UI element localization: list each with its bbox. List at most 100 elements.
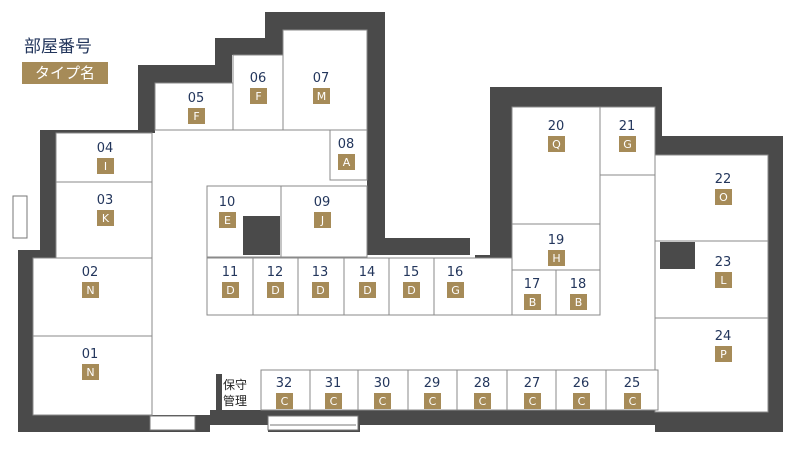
room-type-badge-11 (222, 282, 239, 298)
room-type-01: N (86, 366, 94, 379)
room-number-10: 10 (219, 195, 236, 210)
room-type-31: C (330, 395, 338, 408)
room-number-15: 15 (403, 265, 420, 280)
legend-room-number: 部屋番号 (24, 37, 92, 57)
management-line-1: 保守 (222, 378, 247, 392)
room-type-badge-08 (338, 154, 355, 170)
room-type-18: B (575, 296, 583, 309)
room-07[interactable] (282, 29, 368, 131)
room-number-19: 19 (548, 233, 565, 248)
room-type-badge-03 (97, 210, 114, 226)
room-type-16: G (451, 284, 460, 297)
room-type-badge-25 (624, 393, 641, 409)
room-type-05: F (193, 110, 199, 123)
room-type-08: A (343, 156, 351, 169)
room-number-04: 04 (97, 141, 114, 156)
room-type-badge-04 (97, 158, 114, 174)
room-number-12: 12 (267, 265, 284, 280)
room-type-07: M (317, 90, 327, 103)
room-number-14: 14 (359, 265, 376, 280)
room-type-30: C (379, 395, 387, 408)
room-type-badge-17 (524, 294, 541, 310)
room-11[interactable] (206, 257, 254, 316)
room-number-06: 06 (250, 71, 267, 86)
room-type-04: I (104, 160, 107, 173)
management-wall (216, 374, 222, 414)
room-type-32: C (281, 395, 289, 408)
room-type-badge-13 (312, 282, 329, 298)
room-type-badge-01 (82, 364, 99, 380)
room-type-20: Q (552, 138, 561, 151)
room-32[interactable] (260, 369, 311, 411)
room-type-badge-14 (359, 282, 376, 298)
room-type-badge-09 (314, 212, 331, 228)
room-20[interactable] (511, 106, 601, 225)
room-type-badge-29 (424, 393, 441, 409)
room-24[interactable] (654, 317, 769, 413)
room-type-badge-26 (573, 393, 590, 409)
room-type-14: D (363, 284, 371, 297)
room-type-19: H (552, 252, 560, 265)
room-type-badge-23 (715, 272, 732, 288)
room-type-13: D (316, 284, 324, 297)
room-number-05: 05 (188, 91, 205, 106)
room-type-badge-32 (276, 393, 293, 409)
room-type-21: G (623, 138, 632, 151)
room-number-20: 20 (548, 119, 565, 134)
room-type-badge-28 (474, 393, 491, 409)
room-type-29: C (429, 395, 437, 408)
room-type-24: P (720, 348, 727, 361)
room-number-23: 23 (715, 255, 732, 270)
room-type-badge-05 (188, 108, 205, 124)
room-number-03: 03 (97, 193, 114, 208)
legend-type-name: タイプ名 (22, 62, 108, 84)
room-number-13: 13 (312, 265, 329, 280)
room-number-24: 24 (715, 329, 732, 344)
room-type-10: E (224, 214, 231, 227)
room-number-28: 28 (474, 376, 491, 391)
room-type-09: J (320, 214, 324, 227)
room-type-26: C (578, 395, 586, 408)
room-number-31: 31 (325, 376, 342, 391)
pillar-center (243, 216, 280, 255)
room-number-11: 11 (222, 265, 239, 280)
room-type-27: C (529, 395, 537, 408)
room-type-badge-31 (325, 393, 342, 409)
room-number-27: 27 (524, 376, 541, 391)
room-type-badge-20 (548, 136, 565, 152)
room-type-badge-15 (403, 282, 420, 298)
room-type-23: L (720, 274, 727, 287)
room-number-30: 30 (374, 376, 391, 391)
room-type-badge-16 (447, 282, 464, 298)
room-number-26: 26 (573, 376, 590, 391)
entrance-left (149, 415, 196, 431)
management-room-label: 保守 管理 (220, 377, 250, 409)
room-type-11: D (226, 284, 234, 297)
room-type-badge-24 (715, 346, 732, 362)
room-number-32: 32 (276, 376, 293, 391)
room-number-22: 22 (715, 172, 732, 187)
window-left (12, 195, 28, 239)
pillar-right (660, 242, 695, 269)
room-number-17: 17 (524, 277, 541, 292)
entrance-main (267, 415, 359, 431)
room-number-01: 01 (82, 347, 99, 362)
room-22[interactable] (654, 154, 769, 242)
room-type-badge-18 (570, 294, 587, 310)
room-labels: 01N02N03K04I05F06F07M08A09J10E11D12D13D1… (82, 71, 732, 409)
room-number-16: 16 (447, 265, 464, 280)
room-type-badge-02 (82, 282, 99, 298)
room-type-badge-12 (267, 282, 284, 298)
room-16[interactable] (433, 257, 513, 316)
room-number-07: 07 (313, 71, 330, 86)
room-number-21: 21 (619, 119, 636, 134)
room-type-badge-07 (313, 88, 330, 104)
room-number-18: 18 (570, 277, 587, 292)
room-number-09: 09 (314, 195, 331, 210)
room-type-12: D (271, 284, 279, 297)
room-type-02: N (86, 284, 94, 297)
room-type-badge-30 (374, 393, 391, 409)
management-line-2: 管理 (222, 394, 247, 408)
room-type-06: F (255, 90, 261, 103)
